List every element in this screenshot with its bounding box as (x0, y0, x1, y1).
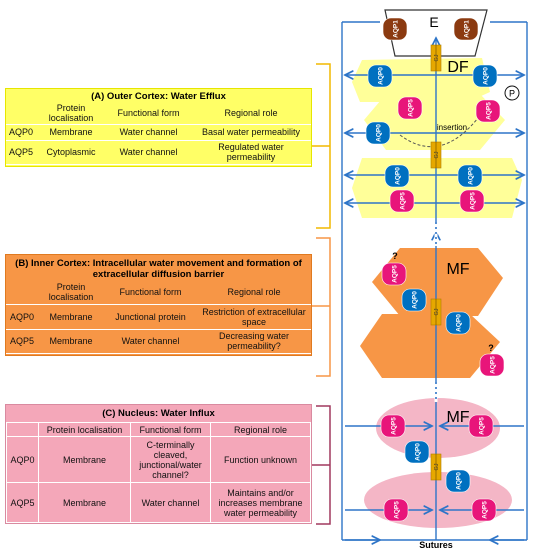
header-regional-role: Regional role (197, 280, 311, 305)
aqp5-channel-icon: AQP5 (380, 414, 406, 438)
aqp5-channel-icon: AQP5 (459, 189, 485, 213)
svg-text:AQP0: AQP0 (412, 291, 419, 309)
panel-c-table: Protein localisation Functional form Reg… (6, 422, 311, 523)
mf-lower-label: MF (446, 409, 469, 426)
mf-upper-label: MF (446, 261, 469, 278)
svg-text:AQP0: AQP0 (378, 67, 385, 85)
aqp5-channel-icon: AQP5 (479, 353, 505, 377)
sutures-label: Sutures (419, 540, 453, 550)
table-row: AQP0 Membrane C-terminally cleaved, junc… (6, 436, 311, 483)
svg-text:AQP0: AQP0 (456, 472, 463, 490)
panel-nucleus: (C) Nucleus: Water Influx Protein locali… (5, 404, 312, 524)
inner-cortex-bracket (316, 237, 331, 377)
table-row: AQP0 Membrane Junctional protein Restric… (6, 304, 311, 330)
aqp5-channel-icon: AQP5 (397, 96, 423, 120)
panel-a-title: (A) Outer Cortex: Water Efflux (91, 91, 226, 102)
row-protein: AQP0 (6, 304, 38, 330)
svg-text:AQP0: AQP0 (395, 167, 402, 185)
question-mark-upper: ? (392, 251, 398, 261)
question-mark-lower: ? (488, 343, 494, 353)
aqp0-channel-icon: AQP0 (445, 469, 471, 493)
panel-b-table: Protein localisation Functional form Reg… (6, 280, 311, 354)
aqp0-channel-icon: AQP0 (457, 164, 483, 188)
aqp0-channel-icon: AQP0 (384, 164, 410, 188)
svg-text:AQP0: AQP0 (415, 443, 422, 461)
svg-text:AQP5: AQP5 (408, 99, 415, 117)
phosphorylation-icon (504, 85, 520, 101)
aqp5-channel-icon: AQP5 (468, 414, 494, 438)
table-header-row: Protein localisation Functional form Reg… (6, 102, 311, 125)
panel-inner-cortex: (B) Inner Cortex: Intracellular water mo… (5, 254, 312, 356)
svg-text:AQP5: AQP5 (394, 501, 401, 519)
aqp1-channel-icon: AQP1 (453, 17, 479, 41)
aqp0-channel-icon: AQP0 (367, 64, 393, 88)
panel-a-table: Protein localisation Functional form Reg… (6, 102, 311, 165)
header-functional-form: Functional form (104, 280, 197, 305)
header-localisation: Protein localisation (36, 102, 106, 125)
svg-text:AQP5: AQP5 (482, 501, 489, 519)
row-protein: AQP5 (6, 140, 36, 165)
table-header-row: Protein localisation Functional form Reg… (6, 280, 311, 305)
nucleus-cell-upper (376, 398, 500, 458)
svg-text:AQP5: AQP5 (470, 192, 477, 210)
svg-text:AQP5: AQP5 (490, 356, 497, 374)
svg-text:AQP1: AQP1 (393, 20, 400, 38)
table-row: AQP5 Membrane Water channel Maintains an… (6, 482, 311, 523)
panel-outer-cortex: (A) Outer Cortex: Water Efflux Protein l… (5, 88, 312, 167)
svg-text:GJ: GJ (434, 463, 440, 470)
gap-junction-icon: GJ (430, 44, 442, 72)
svg-text:AQP1: AQP1 (464, 20, 471, 38)
aqp5-channel-icon: AQP5 (381, 262, 407, 286)
gap-junction-icon: GJ (430, 298, 442, 326)
gap-junction-icon: GJ (430, 453, 442, 481)
aqp1-channel-icon: AQP1 (382, 17, 408, 41)
svg-text:AQP0: AQP0 (376, 124, 383, 142)
svg-text:AQP5: AQP5 (486, 102, 493, 120)
svg-text:GJ: GJ (434, 308, 440, 315)
epithelium-label: E (429, 14, 438, 30)
aqp0-channel-icon: AQP0 (472, 64, 498, 88)
aqp5-channel-icon: AQP5 (475, 99, 501, 123)
row-protein: AQP0 (6, 124, 36, 141)
aqp5-channel-icon: AQP5 (389, 189, 415, 213)
aqp0-channel-icon: AQP0 (401, 288, 427, 312)
table-row: AQP5 Cytoplasmic Water channel Regulated… (6, 140, 311, 165)
header-functional-form: Functional form (106, 102, 191, 125)
aqp0-channel-icon: AQP0 (445, 311, 471, 335)
svg-text:AQP5: AQP5 (392, 265, 399, 283)
aqp0-channel-icon: AQP0 (404, 440, 430, 464)
row-protein: AQP5 (6, 482, 39, 523)
aqp0-channel-icon: AQP0 (365, 121, 391, 145)
df-label: DF (447, 59, 469, 76)
svg-text:GJ: GJ (434, 151, 440, 158)
mf-cell-lower (360, 314, 500, 378)
row-protein: AQP5 (6, 329, 38, 354)
table-row: AQP0 Membrane Water channel Basal water … (6, 124, 311, 141)
svg-text:AQP0: AQP0 (483, 67, 490, 85)
svg-text:GJ: GJ (434, 54, 440, 61)
svg-text:AQP5: AQP5 (479, 417, 486, 435)
insertion-label: insertion (437, 123, 467, 132)
panel-b-title: (B) Inner Cortex: Intracellular water mo… (15, 258, 302, 280)
svg-text:AQP0: AQP0 (456, 314, 463, 332)
aqp5-channel-icon: AQP5 (471, 498, 497, 522)
panel-c-title: (C) Nucleus: Water Influx (102, 408, 215, 419)
phosphorylation-label: P (509, 89, 515, 99)
header-localisation: Protein localisation (38, 280, 104, 305)
aqp5-channel-icon: AQP5 (383, 498, 409, 522)
svg-text:AQP0: AQP0 (468, 167, 475, 185)
table-row: AQP5 Membrane Water channel Decreasing w… (6, 329, 311, 354)
svg-text:AQP5: AQP5 (391, 417, 398, 435)
gap-junction-icon: GJ (430, 141, 442, 169)
header-regional-role: Regional role (191, 102, 311, 125)
svg-text:AQP5: AQP5 (400, 192, 407, 210)
